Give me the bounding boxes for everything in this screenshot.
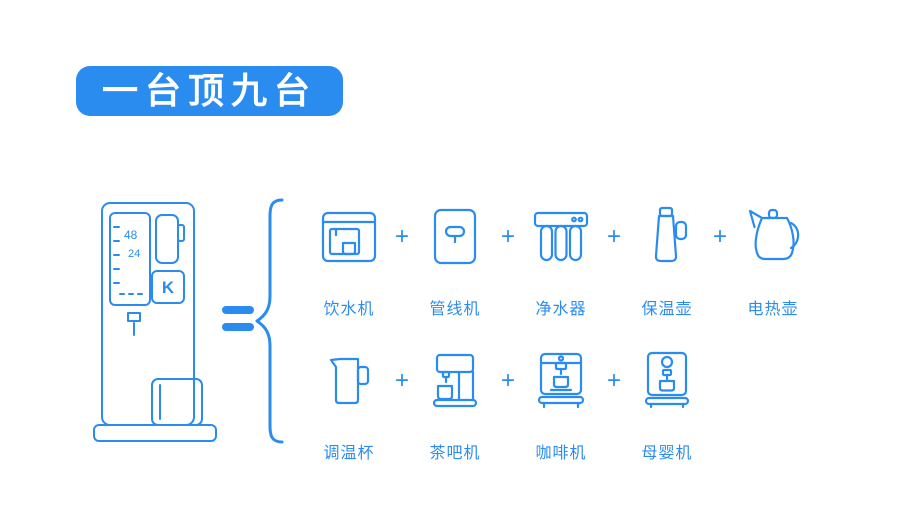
appliance-label: 母婴机 <box>641 445 693 462</box>
display-temp-top: 48 <box>124 228 138 242</box>
appliance-item-drinking-water-dispenser: 饮水机 <box>308 198 390 320</box>
appliance-row-1: 饮水机 + 管线机 + <box>308 198 814 320</box>
appliance-grid: 饮水机 + 管线机 + <box>308 198 814 464</box>
appliance-item-coffee-machine: 咖啡机 <box>520 342 602 464</box>
display-temp-bottom: 24 <box>128 248 140 260</box>
water-purifier-icon <box>520 198 602 276</box>
plus-sign: + <box>500 367 515 394</box>
appliance-label: 管线机 <box>429 301 481 318</box>
appliance-row-2: 调温杯 + 茶吧机 + <box>308 342 814 464</box>
plus-sign: + <box>394 223 409 250</box>
pipeline-machine-icon <box>414 198 496 276</box>
equals-icon <box>222 306 254 331</box>
appliance-item-tea-bar-machine: 茶吧机 <box>414 342 496 464</box>
appliance-item-thermos: 保温壶 <box>626 198 708 320</box>
appliance-item-baby-care-machine: 母婴机 <box>626 342 708 464</box>
water-dispenser-illustration: 48 24 K <box>90 197 220 447</box>
coffee-machine-icon <box>520 342 602 420</box>
electric-kettle-icon <box>732 198 814 276</box>
drinking-water-dispenser-icon <box>308 198 390 276</box>
appliance-item-temperature-cup: 调温杯 <box>308 342 390 464</box>
appliance-item-electric-kettle: 电热壶 <box>732 198 814 320</box>
page-title: 一台顶九台 <box>102 70 318 111</box>
appliance-label: 茶吧机 <box>429 445 481 462</box>
plus-sign: + <box>394 367 409 394</box>
appliance-label: 保温壶 <box>641 301 693 318</box>
baby-care-machine-icon <box>626 342 708 420</box>
temperature-cup-icon <box>308 342 390 420</box>
title-badge: 一台顶九台 <box>76 66 344 116</box>
appliance-label: 调温杯 <box>323 445 375 462</box>
appliance-label: 电热壶 <box>747 301 799 318</box>
plus-sign: + <box>712 223 727 250</box>
plus-sign: + <box>606 223 621 250</box>
thermos-icon <box>626 198 708 276</box>
brand-logo-letter: K <box>162 278 175 297</box>
appliance-label: 咖啡机 <box>535 445 587 462</box>
curly-brace-icon <box>252 196 288 446</box>
tea-bar-machine-icon <box>414 342 496 420</box>
appliance-label: 净水器 <box>535 301 587 318</box>
appliance-item-pipeline-machine: 管线机 <box>414 198 496 320</box>
appliance-label: 饮水机 <box>323 301 375 318</box>
plus-sign: + <box>500 223 515 250</box>
appliance-item-water-purifier: 净水器 <box>520 198 602 320</box>
plus-sign: + <box>606 367 621 394</box>
